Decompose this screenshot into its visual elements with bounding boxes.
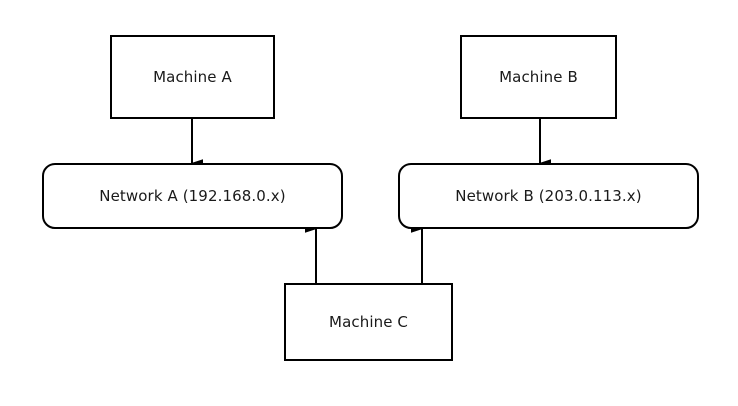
node-network-b-label: Network B (203.0.113.x) <box>455 186 642 205</box>
node-machine-b-label: Machine B <box>499 67 578 86</box>
node-network-a-label: Network A (192.168.0.x) <box>99 186 286 205</box>
node-network-a[interactable]: Network A (192.168.0.x) <box>42 163 343 229</box>
node-machine-a[interactable]: Machine A <box>110 35 275 119</box>
node-network-b[interactable]: Network B (203.0.113.x) <box>398 163 699 229</box>
node-machine-a-label: Machine A <box>153 67 232 86</box>
node-machine-b[interactable]: Machine B <box>460 35 617 119</box>
node-machine-c[interactable]: Machine C <box>284 283 453 361</box>
node-machine-c-label: Machine C <box>329 312 408 331</box>
